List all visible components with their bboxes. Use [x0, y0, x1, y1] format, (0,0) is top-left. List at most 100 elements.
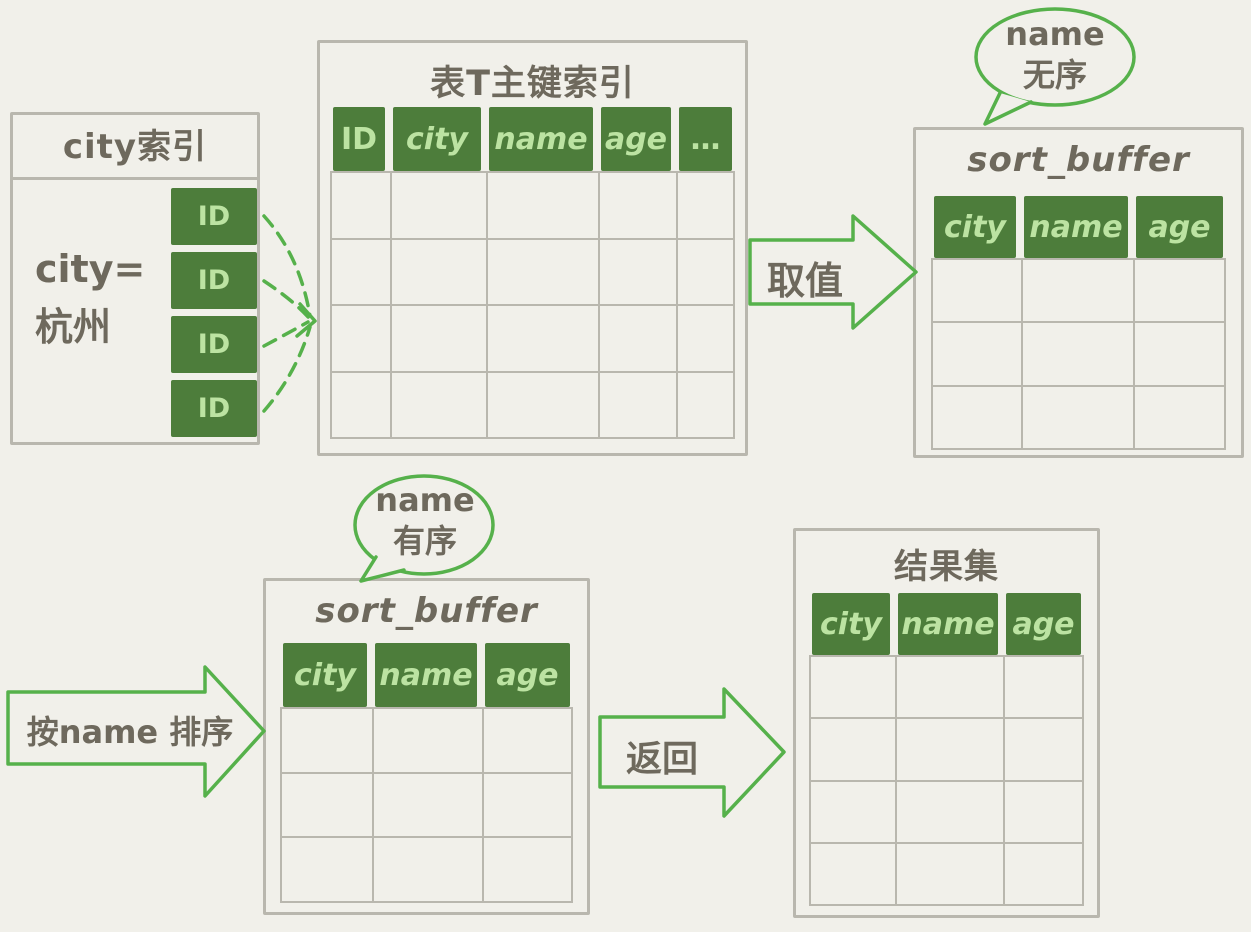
bubble-unordered-line1: name	[1005, 15, 1105, 53]
primary-key-index-table: 表T主键索引 ID city name age …	[317, 40, 748, 456]
empty-cell	[332, 372, 390, 437]
empty-cell	[484, 773, 571, 837]
city-index-title: city索引	[13, 115, 257, 180]
empty-cell	[1135, 323, 1224, 385]
empty-cell	[897, 719, 1003, 780]
sort-by-name-arrow	[6, 665, 266, 798]
empty-cell	[933, 386, 1021, 448]
city-filter-line1: city=	[35, 247, 146, 291]
empty-cell	[488, 372, 598, 437]
empty-cell	[1023, 386, 1133, 448]
primary-key-body	[330, 171, 735, 439]
bubble-unordered-label: name 无序	[977, 14, 1133, 96]
sort-buffer-table-unordered: sort_buffer city name age	[913, 127, 1244, 458]
id-lookup-arrowhead	[295, 302, 317, 338]
empty-cell	[1023, 260, 1133, 322]
empty-cell	[1005, 843, 1082, 904]
empty-cell	[811, 657, 895, 718]
empty-cell	[392, 372, 486, 437]
bubble-ordered-label: name 有序	[352, 480, 498, 562]
empty-cell	[678, 306, 733, 371]
id-lookup-dashed-lines	[262, 214, 312, 413]
empty-cell	[392, 239, 486, 304]
result-set-title: 结果集	[894, 547, 999, 587]
column-header-name: name	[489, 107, 593, 171]
empty-cell	[488, 239, 598, 304]
empty-cell	[488, 306, 598, 371]
return-arrow	[598, 687, 786, 818]
empty-cell	[374, 773, 482, 837]
result-set-body	[809, 655, 1084, 906]
bubble-ordered-line2: 有序	[392, 522, 457, 560]
empty-cell	[282, 773, 372, 837]
column-header-name: name	[1024, 196, 1128, 258]
empty-cell	[600, 239, 676, 304]
empty-cell	[484, 709, 571, 772]
empty-cell	[374, 709, 482, 772]
empty-cell	[933, 323, 1021, 385]
result-set-table: 结果集 city name age	[793, 528, 1100, 918]
bubble-name-unordered	[974, 7, 1136, 126]
empty-cell	[678, 372, 733, 437]
sort-buffer-top-title: sort_buffer	[967, 140, 1190, 180]
empty-cell	[392, 173, 486, 238]
take-value-arrow-label: 取值	[766, 259, 843, 303]
empty-cell	[600, 306, 676, 371]
id-cell-column: ID ID ID ID	[171, 188, 257, 444]
sort-buffer-bottom-body	[280, 707, 573, 903]
sort-buffer-table-ordered: sort_buffer city name age	[263, 578, 590, 915]
empty-cell	[897, 843, 1003, 904]
take-value-arrow	[748, 214, 918, 330]
empty-cell	[332, 173, 390, 238]
empty-cell	[1005, 781, 1082, 842]
bubble-unordered-line2: 无序	[1022, 56, 1087, 94]
empty-cell	[392, 306, 486, 371]
empty-cell	[1135, 386, 1224, 448]
column-header-city: city	[812, 593, 890, 655]
column-header-age: age	[601, 107, 671, 171]
empty-cell	[811, 781, 895, 842]
column-header-name: name	[375, 643, 477, 707]
result-set-header-row: city name age	[809, 593, 1084, 655]
column-header-age: age	[1006, 593, 1081, 655]
column-header-age: age	[485, 643, 570, 707]
empty-cell	[678, 239, 733, 304]
empty-cell	[897, 781, 1003, 842]
empty-cell	[897, 657, 1003, 718]
column-header-age: age	[1136, 196, 1223, 258]
city-index-table: city索引 city= 杭州 ID ID ID ID	[10, 112, 260, 445]
empty-cell	[488, 173, 598, 238]
empty-cell	[811, 843, 895, 904]
bubble-ordered-line1: name	[375, 481, 475, 519]
column-header-ellipsis: …	[679, 107, 732, 171]
empty-cell	[600, 173, 676, 238]
column-header-id: ID	[333, 107, 385, 171]
sort-by-name-arrow-label: 按name 排序	[26, 713, 234, 751]
sort-buffer-top-body	[931, 258, 1226, 450]
city-filter-line2: 杭州	[35, 305, 112, 349]
empty-cell	[678, 173, 733, 238]
id-cell: ID	[171, 188, 257, 245]
empty-cell	[600, 372, 676, 437]
city-filter-label: city= 杭州	[35, 240, 145, 356]
sort-buffer-bottom-header-row: city name age	[280, 643, 573, 707]
column-header-name: name	[898, 593, 998, 655]
empty-cell	[811, 719, 895, 780]
column-header-city: city	[934, 196, 1016, 258]
id-cell: ID	[171, 316, 257, 373]
city-index-body: city= 杭州 ID ID ID ID	[13, 180, 257, 442]
sort-buffer-top-header-row: city name age	[931, 196, 1226, 258]
primary-key-header-row: ID city name age …	[330, 107, 735, 171]
id-cell: ID	[171, 380, 257, 437]
empty-cell	[1005, 719, 1082, 780]
empty-cell	[282, 709, 372, 772]
primary-key-title: 表T主键索引	[430, 64, 635, 104]
bubble-name-ordered	[353, 474, 495, 583]
sort-buffer-bottom-title: sort_buffer	[315, 591, 538, 631]
empty-cell	[1023, 323, 1133, 385]
empty-cell	[933, 260, 1021, 322]
empty-cell	[1005, 657, 1082, 718]
column-header-city: city	[283, 643, 367, 707]
empty-cell	[374, 838, 482, 901]
